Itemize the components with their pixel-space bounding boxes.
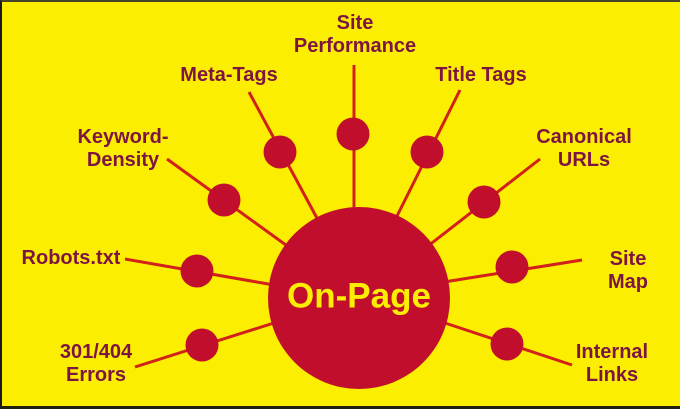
branch-node-errors-301-404 (185, 328, 219, 362)
label-internal-links: Internal Links (575, 341, 649, 386)
branch-node-keyword-density (207, 183, 241, 217)
branch-node-site-map (495, 250, 529, 284)
label-meta-tags: Meta-Tags (180, 64, 278, 86)
branch-node-canonical-urls (467, 185, 501, 219)
branch-node-internal-links (490, 327, 524, 361)
label-title-tags: Title Tags (435, 64, 527, 86)
center-circle (268, 207, 450, 389)
label-errors-301-404: 301/404 Errors (59, 341, 133, 386)
label-robots-txt: Robots.txt (21, 247, 121, 269)
branch-node-meta-tags (263, 135, 297, 169)
label-canonical-urls: Canonical URLs (536, 126, 632, 171)
center-circle-label: On-Page (287, 276, 431, 316)
label-keyword-density: Keyword- Density (77, 126, 169, 171)
branch-node-site-performance (336, 117, 370, 151)
branch-node-title-tags (410, 135, 444, 169)
label-site-performance: Site Performance (293, 12, 417, 57)
label-site-map: Site Map (608, 248, 648, 293)
branch-node-robots-txt (180, 254, 214, 288)
